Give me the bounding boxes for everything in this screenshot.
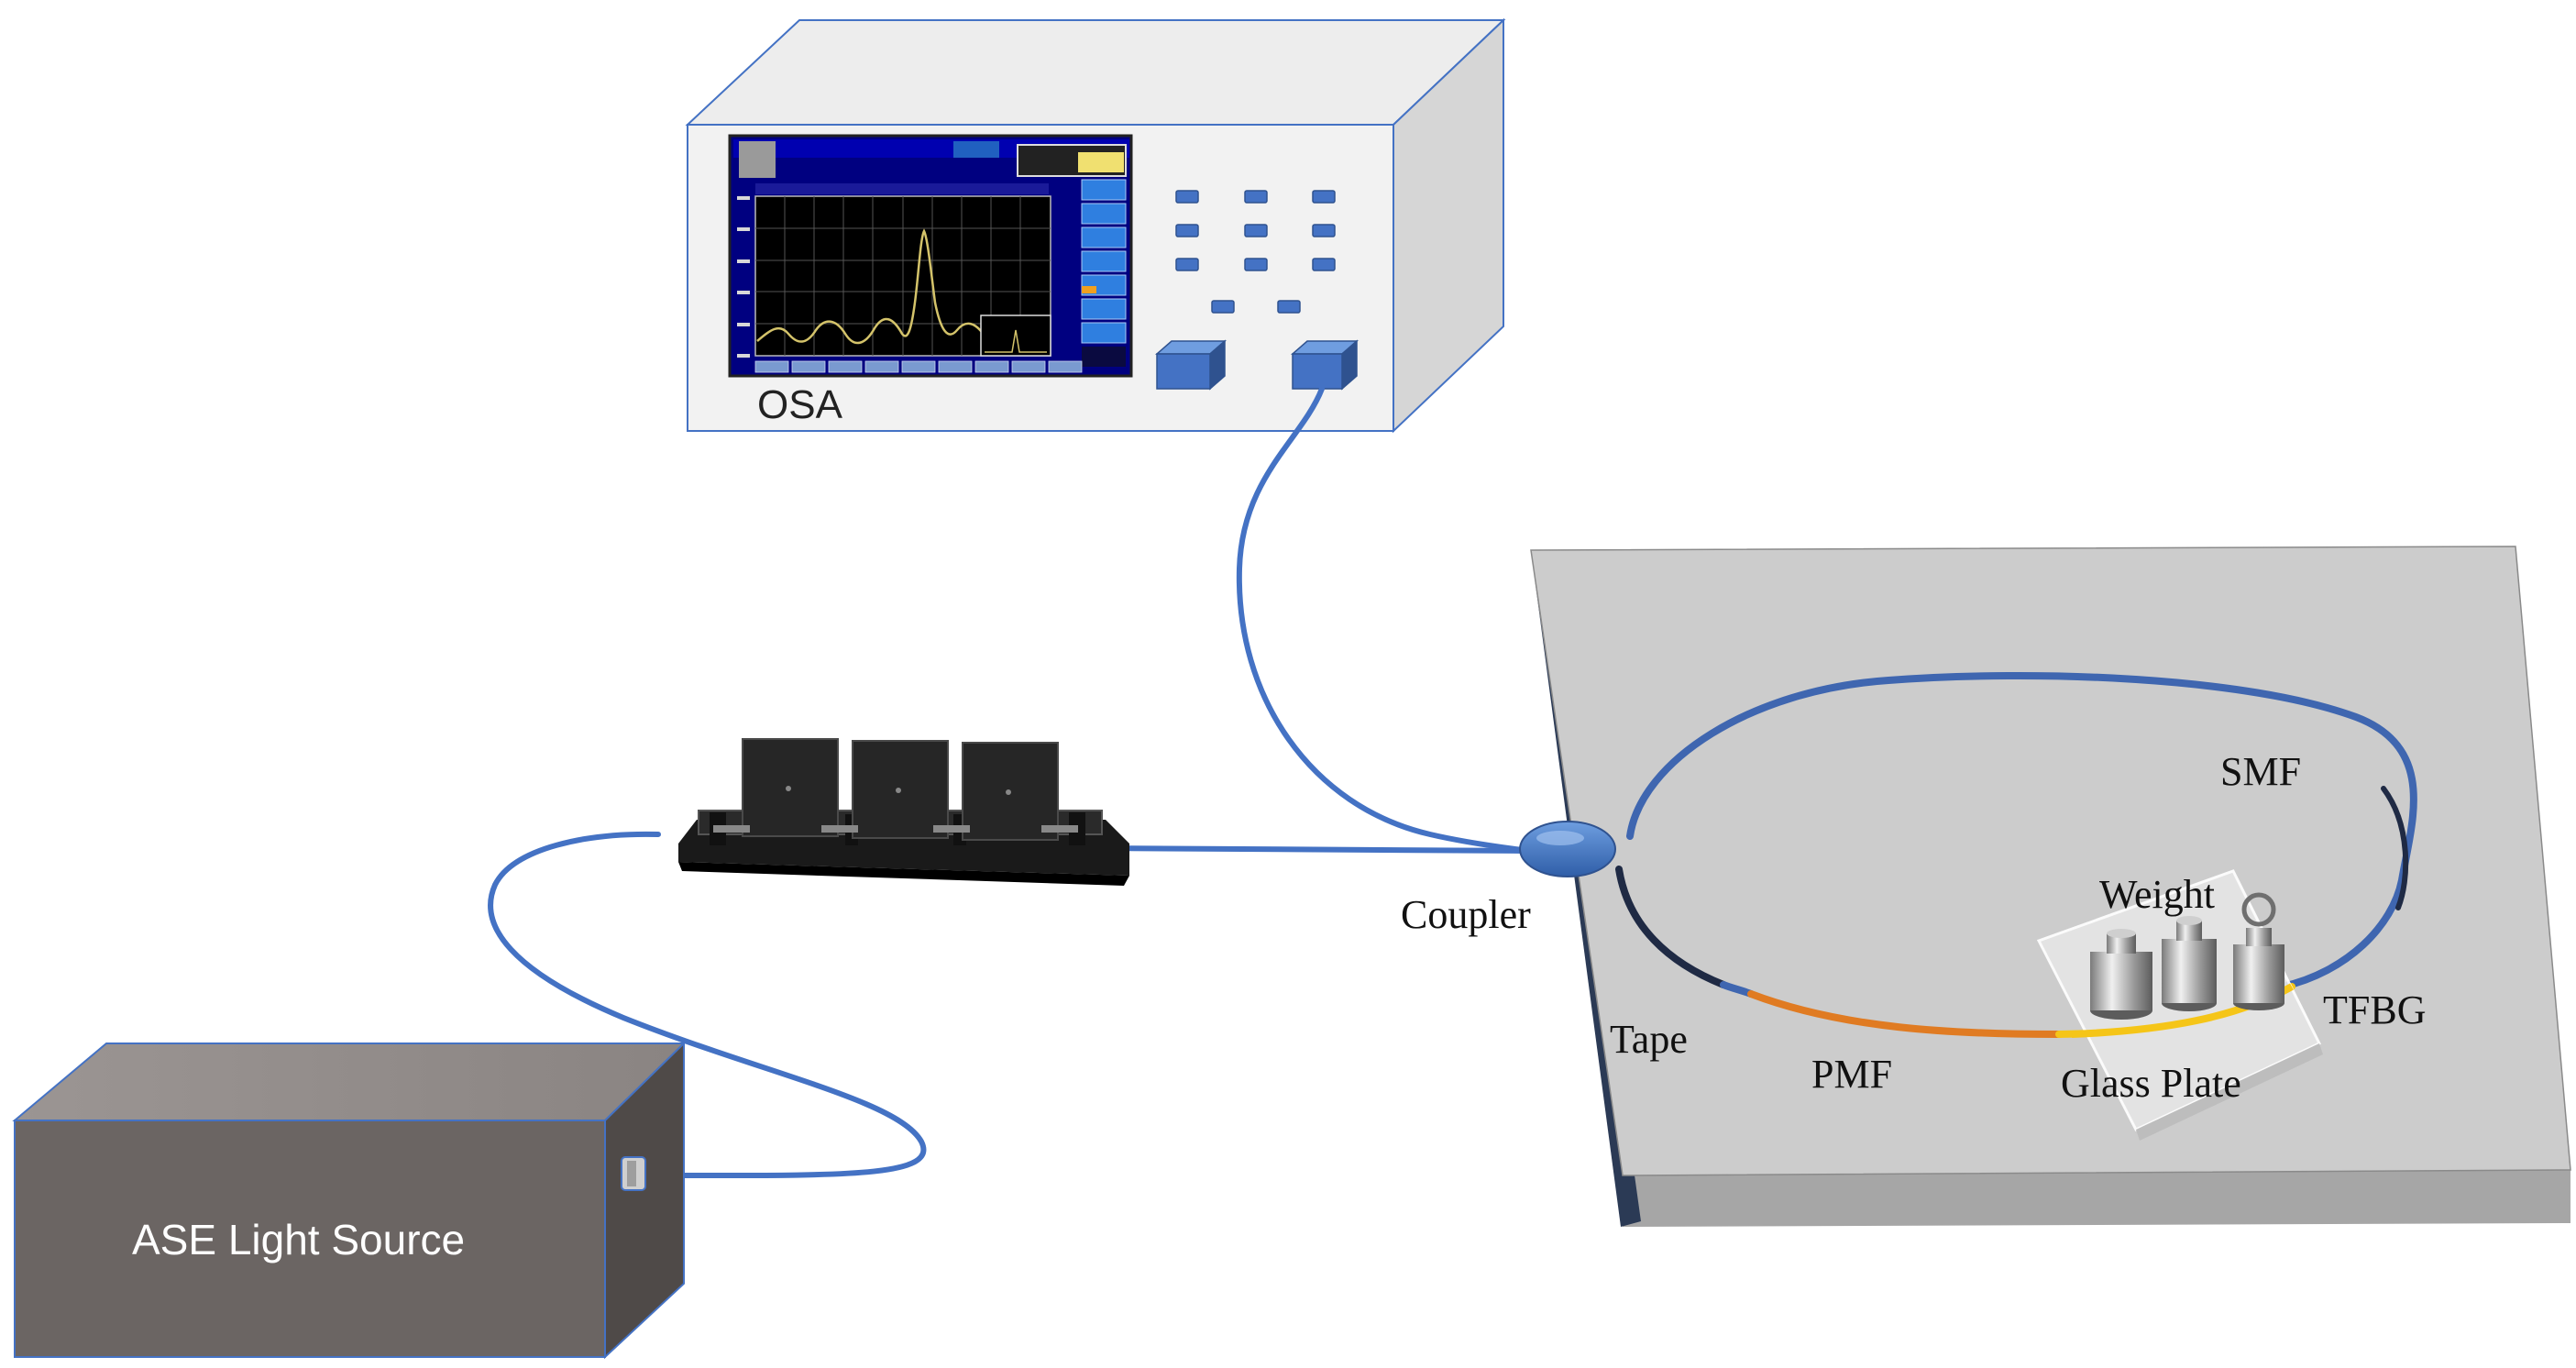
osa-key (1175, 258, 1199, 271)
smf-inner-shade (2381, 786, 2409, 910)
osa-key (1312, 258, 1336, 271)
osa-key (1244, 190, 1268, 204)
osa-key (1312, 224, 1336, 237)
osa-key (1244, 258, 1268, 271)
smf-loop (1626, 671, 2417, 990)
tfbg-label: TFBG (2323, 987, 2426, 1032)
osa-instrument: OSA (685, 17, 1506, 434)
weight-icon (2233, 892, 2284, 1010)
spectrum-display-icon (728, 134, 1133, 378)
ase-front-face (14, 1120, 606, 1358)
osa-key (1312, 190, 1336, 204)
fiber-controller-to-coupler (1094, 845, 1526, 854)
weight-label: Weight (2099, 872, 2215, 917)
fiber-osa-to-coupler (1236, 386, 1528, 854)
test-platform (1530, 546, 2571, 1227)
weight-icon (2162, 916, 2217, 1011)
weight-icon (2090, 929, 2152, 1020)
osa-keypad (1175, 190, 1336, 314)
platform-top-face (1530, 546, 2571, 1176)
osa-key (1175, 190, 1199, 204)
ase-output-connector (621, 1156, 646, 1191)
osa-key (1211, 300, 1235, 314)
fiber-ase-to-controller (488, 831, 927, 1179)
coupler-label: Coupler (1401, 892, 1531, 937)
glass-plate-label: Glass Plate (2061, 1061, 2241, 1106)
paddle (742, 738, 839, 837)
pmf-label: PMF (1811, 1052, 1892, 1097)
osa-port-left (1155, 339, 1227, 391)
ellipse-coupler-icon (1519, 821, 1616, 877)
smf-label: SMF (2220, 749, 2301, 794)
osa-port-right (1291, 339, 1359, 391)
ase-label: ASE Light Source (132, 1216, 465, 1263)
osa-key (1244, 224, 1268, 237)
tape-segment (1615, 866, 1727, 988)
paddle (962, 742, 1059, 841)
osa-top-face (685, 19, 1506, 126)
osa-key (1175, 224, 1199, 237)
osa-key (1277, 300, 1301, 314)
osa-label: OSA (757, 382, 843, 427)
tape-label: Tape (1610, 1017, 1688, 1062)
pmf-segment (1747, 990, 2063, 1038)
fiber-lines (488, 386, 1528, 1179)
polarization-controller-icon (678, 738, 1129, 886)
paddle (852, 740, 949, 839)
ase-light-source: ASE Light Source (12, 1041, 687, 1360)
weight-hook (2241, 892, 2276, 927)
platform-side-face (1623, 1170, 2570, 1227)
ase-top-face (12, 1043, 687, 1121)
